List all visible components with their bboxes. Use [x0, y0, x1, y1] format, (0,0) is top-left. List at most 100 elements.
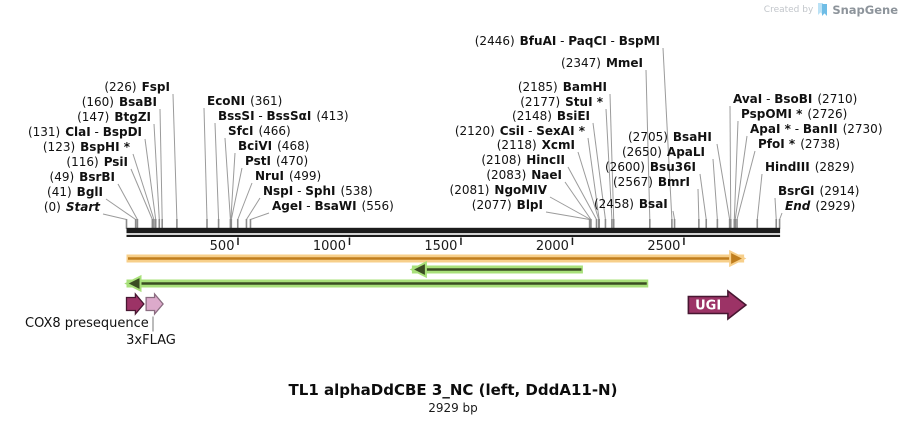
cox8-arrow[interactable]: [125, 292, 145, 316]
enzyme-label-ngomiv[interactable]: (2081)NgoMIV: [449, 183, 547, 197]
label-connector-line: [159, 108, 163, 220]
enzyme-label-psti[interactable]: PstI(470): [245, 154, 309, 168]
label-connector-line: [564, 181, 592, 220]
snapgene-logo-icon: [818, 3, 828, 16]
enzyme-label-bsrbi[interactable]: (49)BsrBI: [49, 170, 115, 184]
enzyme-label-hincii[interactable]: (2108)HincII: [481, 153, 565, 167]
map-length: 2929 bp: [428, 401, 478, 415]
enzyme-label-bsahi[interactable]: (2705)BsaHI: [628, 130, 712, 144]
label-connector-line: [672, 210, 676, 220]
enzyme-label-pfoi[interactable]: PfoI *(2738): [758, 137, 841, 151]
label-connector-line: [712, 158, 718, 220]
map-title: TL1 alphaDdCBE 3_NC (left, DddA11-N): [288, 381, 618, 399]
label-connector-line: [736, 150, 756, 220]
ugi-arrow[interactable]: UGI: [687, 289, 748, 321]
label-connector-line: [645, 69, 651, 220]
enzyme-label-hindiii[interactable]: HindIII(2829): [765, 160, 855, 174]
label-connector-line: [605, 108, 613, 220]
label-connector-line: [697, 188, 700, 220]
enzyme-label-bmri[interactable]: (2567)BmrI: [613, 175, 690, 189]
3xflag-label[interactable]: 3xFLAG: [126, 333, 176, 348]
label-connector-line: [587, 137, 600, 220]
enzyme-label-clai-bspdi[interactable]: (131)ClaI - BspDI: [27, 125, 142, 139]
enzyme-label-bgli[interactable]: (41)BglI: [47, 185, 103, 199]
label-connector-line: [172, 93, 178, 220]
label-connector-line: [774, 197, 777, 220]
label-connector-line: [246, 197, 261, 220]
enzyme-label-bsrgi[interactable]: BsrGI(2914): [778, 184, 860, 198]
ruler-tick-label: 2000: [536, 239, 569, 254]
enzyme-label-apali[interactable]: (2650)ApaLI: [622, 145, 705, 159]
label-connector-lines: [102, 47, 783, 220]
label-connector-line: [102, 213, 127, 220]
ruler: 500 1000 1500 2000 2500: [210, 237, 685, 254]
label-connector-line: [577, 151, 600, 220]
primer-mid-arrow[interactable]: [409, 260, 583, 279]
enzyme-label-naei[interactable]: (2083)NaeI: [486, 168, 562, 182]
enzyme-label-pspomi[interactable]: PspOMI *(2726): [741, 107, 848, 121]
enzyme-label-bsu36i[interactable]: (2600)Bsu36I: [605, 160, 696, 174]
label-connector-line: [237, 182, 253, 220]
label-connector-line: [779, 212, 783, 220]
enzyme-label-xcmi[interactable]: (2118)XcmI: [496, 138, 575, 152]
enzyme-label-nspi-sphi[interactable]: NspI - SphI(538): [263, 184, 373, 198]
ruler-tick-label: 500: [210, 239, 235, 254]
3xflag-arrow[interactable]: [145, 292, 164, 316]
enzyme-label-avai-bsobi[interactable]: AvaI - BsoBI(2710): [733, 92, 858, 106]
enzyme-label-apai-banii[interactable]: ApaI * - BanII(2730): [750, 122, 883, 136]
orf-arrow[interactable]: [126, 249, 747, 268]
enzyme-label-bsphi[interactable]: (123)BspHI *: [42, 140, 130, 154]
label-connector-line: [203, 107, 208, 220]
label-connector-line: [729, 105, 732, 220]
sequence-bar-bottom: [126, 234, 781, 237]
cox8-presequence-label[interactable]: COX8 presequence: [25, 316, 149, 331]
enzyme-label-bamhi[interactable]: (2185)BamHI: [517, 80, 607, 94]
enzyme-label-start[interactable]: (0)Start: [43, 200, 100, 214]
label-connector-line: [662, 47, 673, 220]
label-connector-line: [153, 123, 160, 220]
label-connector-line: [733, 120, 739, 220]
ruler-tick-label: 1000: [313, 239, 346, 254]
label-connector-line: [734, 135, 748, 220]
enzyme-label-agei-bsawi[interactable]: AgeI - BsaWI(556): [272, 199, 394, 213]
label-connector-line: [609, 93, 615, 220]
enzyme-label-blpi[interactable]: (2077)BlpI: [471, 198, 543, 212]
label-connector-line: [592, 122, 606, 220]
ruler-tick-label: 2500: [647, 239, 680, 254]
enzyme-label-econi[interactable]: EcoNI(361): [207, 94, 283, 108]
enzyme-label-bsssi-bsss-i[interactable]: BssSI - BssSαI(413): [218, 109, 349, 123]
restriction-site-ticks: [125, 219, 781, 229]
label-connector-line: [567, 166, 597, 220]
label-connector-line: [250, 212, 270, 220]
label-connector-line: [756, 173, 763, 220]
enzyme-label-bsai[interactable]: (2458)BsaI: [594, 197, 668, 211]
enzyme-label-bfuai-paqci-bspmi[interactable]: (2446)BfuAI - PaqCI - BspMI: [474, 34, 660, 48]
enzyme-label-fspi[interactable]: (226)FspI: [104, 80, 170, 94]
label-connector-line: [230, 152, 236, 220]
enzyme-label-bsiei[interactable]: (2148)BsiEI: [512, 109, 590, 123]
title-block: TL1 alphaDdCBE 3_NC (left, DddA11-N) 292…: [0, 381, 906, 415]
features-layer: UGI: [124, 249, 748, 332]
snapgene-watermark: Created by SnapGene: [764, 3, 898, 17]
enzyme-label-mmei[interactable]: (2347)MmeI: [561, 56, 643, 70]
label-connector-line: [130, 168, 153, 220]
label-connector-line: [214, 122, 220, 220]
enzyme-label-csii-sexai[interactable]: (2120)CsiI - SexAI *: [454, 124, 585, 138]
label-connector-line: [144, 138, 157, 220]
label-connector-line: [716, 143, 731, 220]
label-connector-line: [545, 211, 590, 220]
ugi-label: UGI: [695, 299, 721, 314]
enzyme-label-nrui[interactable]: NruI(499): [255, 169, 322, 183]
ruler-tick-label: 1500: [424, 239, 457, 254]
enzyme-label-btgzi[interactable]: (147)BtgZI: [77, 110, 151, 124]
label-connector-line: [549, 196, 591, 220]
enzyme-label-sfci[interactable]: SfcI(466): [228, 124, 291, 138]
enzyme-label-psii[interactable]: (116)PsiI: [66, 155, 128, 169]
enzyme-label-end[interactable]: End(2929): [785, 199, 856, 213]
enzyme-label-bcivi[interactable]: BciVI(468): [238, 139, 310, 153]
enzyme-label-bsabi[interactable]: (160)BsaBI: [81, 95, 157, 109]
primer-long-arrow[interactable]: [124, 274, 649, 293]
enzyme-label-stui[interactable]: (2177)StuI *: [520, 95, 603, 109]
